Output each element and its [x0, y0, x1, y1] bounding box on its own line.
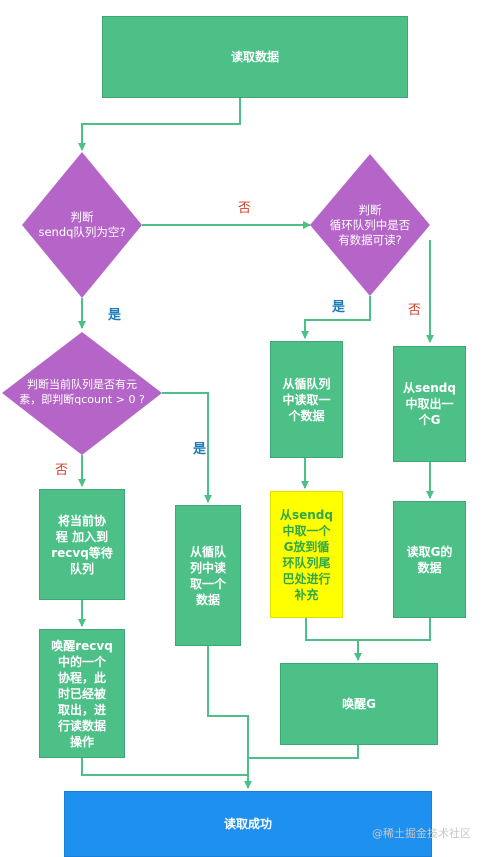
qcount-yes-label: 是	[193, 442, 207, 457]
qcount-diamond	[2, 332, 162, 455]
qcount-label: 判断当前队列是否有元 素，即判断qcount > 0 ?	[19, 378, 145, 406]
sendq-empty-label: 判断 sendq队列为空?	[38, 210, 126, 239]
qcount-no-label: 否	[55, 463, 69, 478]
edge-read-to-sendq	[78, 98, 241, 151]
sendq-to-ring-box: 从sendq 中取一个 G放到循 环队列尾 巴处进行 补充	[270, 491, 343, 618]
ring-yes-label: 是	[332, 300, 346, 315]
ring-read-box: 从循队列 中读取一 个数据	[270, 341, 343, 458]
ring-readable-diamond	[310, 154, 430, 296]
sendq-take-g-box: 从sendq 中取出一 个G	[393, 346, 466, 462]
connectors	[78, 98, 434, 789]
edge-qcount-yes	[162, 392, 212, 503]
read-g-data-box: 读取G的 数据	[393, 501, 466, 618]
wake-recvq-box: 唤醒recvq 中的一个 协程，此 时已经被 取出，进 行读数据 操作	[39, 629, 125, 758]
enqueue-recvq-box: 将当前协 程 加入到 recvq等待 队列	[39, 489, 125, 600]
read-data-box: 读取数据	[102, 16, 408, 98]
edge-ring-yes	[301, 296, 371, 339]
edge-ring-read2-to-success	[207, 646, 249, 775]
sendq-no-label: 否	[238, 201, 252, 216]
read-success-box: 读取成功	[64, 791, 432, 857]
ring-no-label: 否	[408, 303, 422, 318]
edge-wake-recvq-to-success	[81, 758, 252, 789]
ring-read-box-2: 从循队 列中读 取一个 数据	[175, 505, 241, 646]
watermark: @稀土掘金技术社区	[372, 827, 471, 840]
ring-readable-label: 判断 循环队列中是否 有数据可读?	[329, 203, 411, 247]
edge-read-g-to-wake-g	[358, 618, 431, 641]
sendq-empty-diamond	[22, 152, 142, 298]
edge-wake-g-to-success	[248, 745, 359, 759]
wake-g-box: 唤醒G	[280, 663, 438, 745]
edge-yellow-to-wake-g	[305, 618, 362, 661]
sendq-yes-label: 是	[108, 308, 122, 323]
